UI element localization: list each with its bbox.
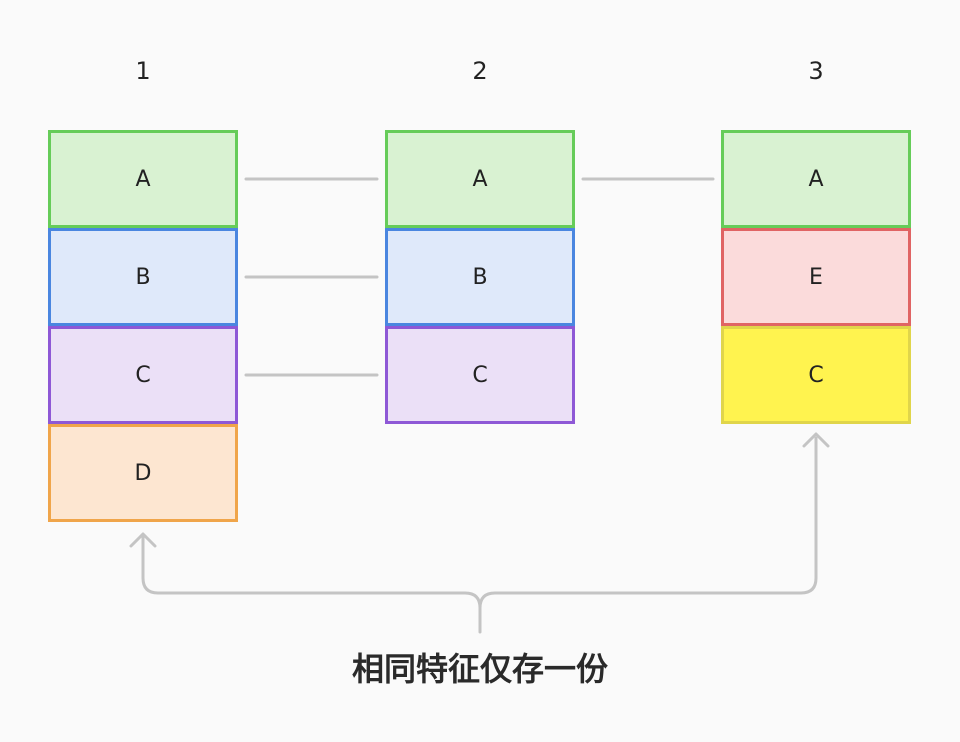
column-1-block-d: D: [48, 424, 238, 522]
shared-feature-bracket: [141, 436, 818, 634]
arrow-up-to-d-icon: [129, 532, 157, 548]
column-1-block-b: B: [48, 228, 238, 326]
column-3-block-a: A: [721, 130, 911, 228]
column-1-block-a: A: [48, 130, 238, 228]
column-2-block-a: A: [385, 130, 575, 228]
column-2-title: 2: [472, 57, 488, 85]
arrow-up-to-c-icon: [802, 432, 830, 448]
column-2-block-b: B: [385, 228, 575, 326]
column-2-block-c: C: [385, 326, 575, 424]
column-3-block-c: C: [721, 326, 911, 424]
column-1-title: 1: [135, 57, 151, 85]
column-3-title: 3: [808, 57, 824, 85]
caption: 相同特征仅存一份: [351, 650, 608, 688]
column-3-block-e: E: [721, 228, 911, 326]
column-1-block-c: C: [48, 326, 238, 424]
